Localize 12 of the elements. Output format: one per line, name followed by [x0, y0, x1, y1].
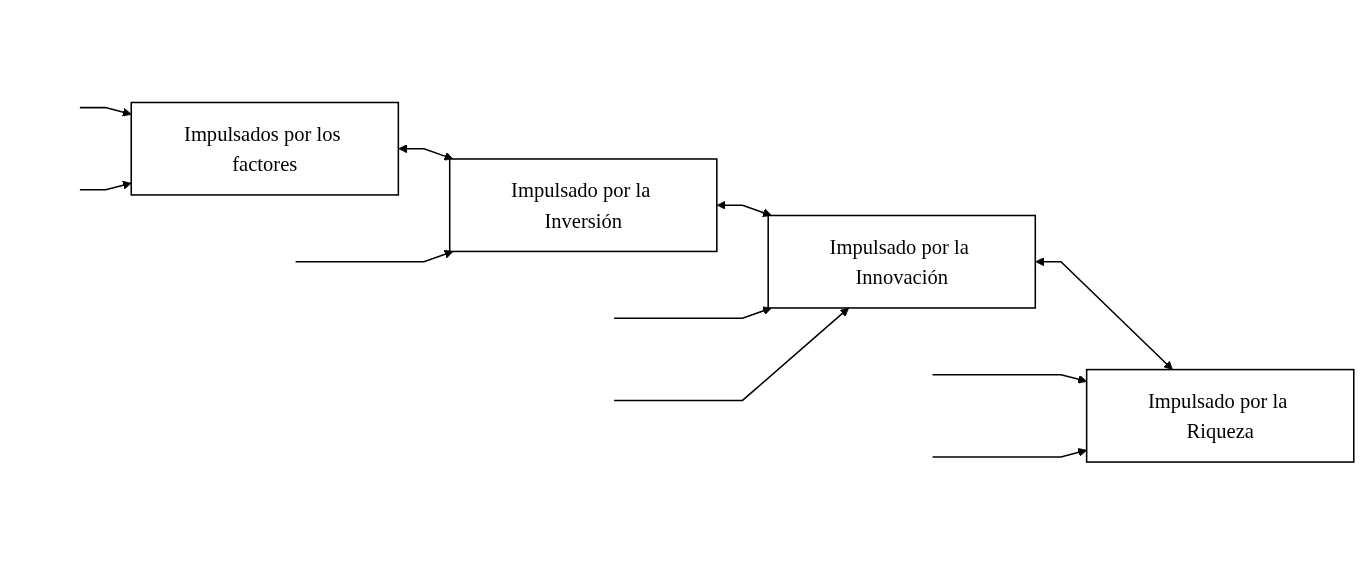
arrow [1035, 257, 1173, 371]
node-box: Impulsado por la Riqueza [1085, 369, 1355, 464]
arrow [79, 107, 132, 117]
arrow [294, 250, 454, 263]
arrow [716, 200, 772, 218]
node-box: Impulsado por la Inversión [448, 158, 718, 253]
node-box: Impulsados por los factores [130, 101, 400, 196]
arrow [398, 144, 454, 161]
arrow [613, 306, 772, 320]
arrow [79, 181, 132, 191]
arrow [613, 307, 850, 402]
node-box: Impulsado por la Innovación [767, 214, 1037, 309]
